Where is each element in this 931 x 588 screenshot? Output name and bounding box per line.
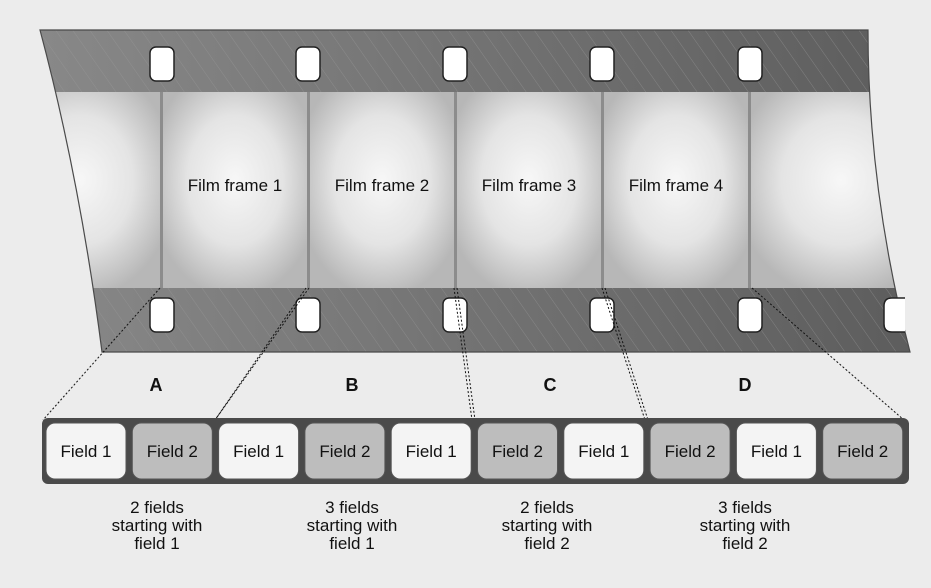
field-label: Field 1 <box>60 442 111 461</box>
description-line: starting with <box>111 516 203 535</box>
sprocket-holes-top <box>149 46 763 82</box>
film-frame-partial-left <box>40 92 160 288</box>
description-line: 2 fields <box>520 498 574 517</box>
field-label: Field 1 <box>406 442 457 461</box>
connector-line <box>601 287 646 421</box>
field-box <box>822 422 904 480</box>
sprocket-hole <box>442 297 468 333</box>
film-frame-3 <box>457 92 601 288</box>
description-line: field 2 <box>524 534 570 553</box>
description-line: field 1 <box>329 534 375 553</box>
sprocket-hole <box>295 297 321 333</box>
description-line: starting with <box>306 516 398 535</box>
description-line: 2 fields <box>130 498 184 517</box>
field-box <box>131 422 213 480</box>
field-label: Field 1 <box>751 442 802 461</box>
field-label: Field 1 <box>233 442 284 461</box>
description-line: field 2 <box>722 534 768 553</box>
film-strip: Film frame 1 Film frame 2 Film frame 3 F… <box>40 30 910 352</box>
description-line: starting with <box>699 516 791 535</box>
description-line: field 1 <box>134 534 180 553</box>
field-box <box>563 422 645 480</box>
sprocket-hole <box>149 297 175 333</box>
group-c-description: 2 fields starting with field 2 <box>467 499 627 553</box>
field-box <box>649 422 731 480</box>
group-a-description: 2 fields starting with field 1 <box>77 499 237 553</box>
group-d-description: 3 fields starting with field 2 <box>665 499 825 553</box>
frame-dividers <box>160 92 751 288</box>
field-label: Field 2 <box>665 442 716 461</box>
description-line: starting with <box>501 516 593 535</box>
field-box <box>735 422 817 480</box>
connector-line <box>214 287 307 421</box>
frame-label-2: Film frame 2 <box>335 176 429 195</box>
sprocket-hole <box>589 46 615 82</box>
sprocket-hole <box>149 46 175 82</box>
field-box <box>477 422 558 480</box>
group-label-d: D <box>739 375 752 395</box>
sprocket-hole <box>737 46 763 82</box>
field-box <box>45 422 127 480</box>
connector-line <box>751 287 905 421</box>
field-label: Field 2 <box>492 442 543 461</box>
film-frame-partial-right <box>751 92 910 288</box>
field-box <box>390 422 472 480</box>
group-b-description: 3 fields starting with field 1 <box>272 499 432 553</box>
frame-label-4: Film frame 4 <box>629 176 723 195</box>
frame-label-1: Film frame 1 <box>188 176 282 195</box>
description-line: 3 fields <box>718 498 772 517</box>
field-box <box>218 422 300 480</box>
connector-line <box>42 287 161 421</box>
field-row: Field 1 Field 2 Field 1 Field 2 Field 1 Field… <box>45 422 904 480</box>
film-frame-2 <box>310 92 454 288</box>
sprocket-hole <box>737 297 763 333</box>
connector-line <box>214 287 310 421</box>
connector-line <box>604 287 649 421</box>
field-box <box>304 422 386 480</box>
field-label: Field 2 <box>147 442 198 461</box>
field-label: Field 2 <box>837 442 888 461</box>
film-frame-1 <box>163 92 307 288</box>
sprocket-hole <box>442 46 468 82</box>
group-label-b: B <box>346 375 359 395</box>
field-label: Field 1 <box>578 442 629 461</box>
description-line: 3 fields <box>325 498 379 517</box>
sprocket-holes-bottom <box>149 297 905 333</box>
group-label-c: C <box>544 375 557 395</box>
sprocket-hole-partial <box>883 297 905 333</box>
field-label: Field 2 <box>319 442 370 461</box>
frame-row <box>40 92 910 288</box>
sprocket-hole <box>295 46 321 82</box>
pulldown-connectors <box>42 287 905 421</box>
film-frame-4 <box>604 92 748 288</box>
frame-label-3: Film frame 3 <box>482 176 576 195</box>
film-outline <box>39 29 911 353</box>
group-label-a: A <box>150 375 163 395</box>
